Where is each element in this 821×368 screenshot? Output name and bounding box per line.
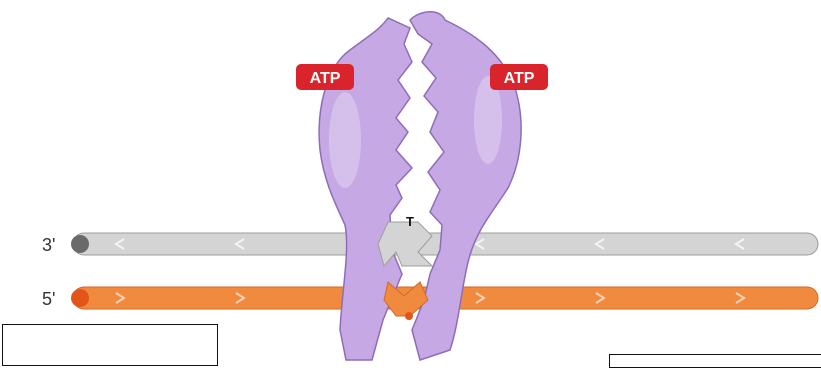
- strand-top-cap: [71, 235, 89, 253]
- empty-label-box-right: [609, 354, 821, 368]
- strand-bottom-end-label: 5': [42, 289, 55, 309]
- empty-label-box-left: [2, 324, 218, 366]
- nucleotide-label: T: [406, 214, 414, 229]
- atp-label-left: ATP: [310, 70, 341, 87]
- nucleotide-orange-dot: [405, 312, 413, 320]
- atp-badge-left: ATP: [296, 64, 354, 90]
- atp-label-right: ATP: [504, 70, 535, 87]
- atp-badge-right: ATP: [490, 64, 548, 90]
- strand-bottom-cap: [71, 289, 89, 307]
- strand-top-end-label: 3': [42, 235, 55, 255]
